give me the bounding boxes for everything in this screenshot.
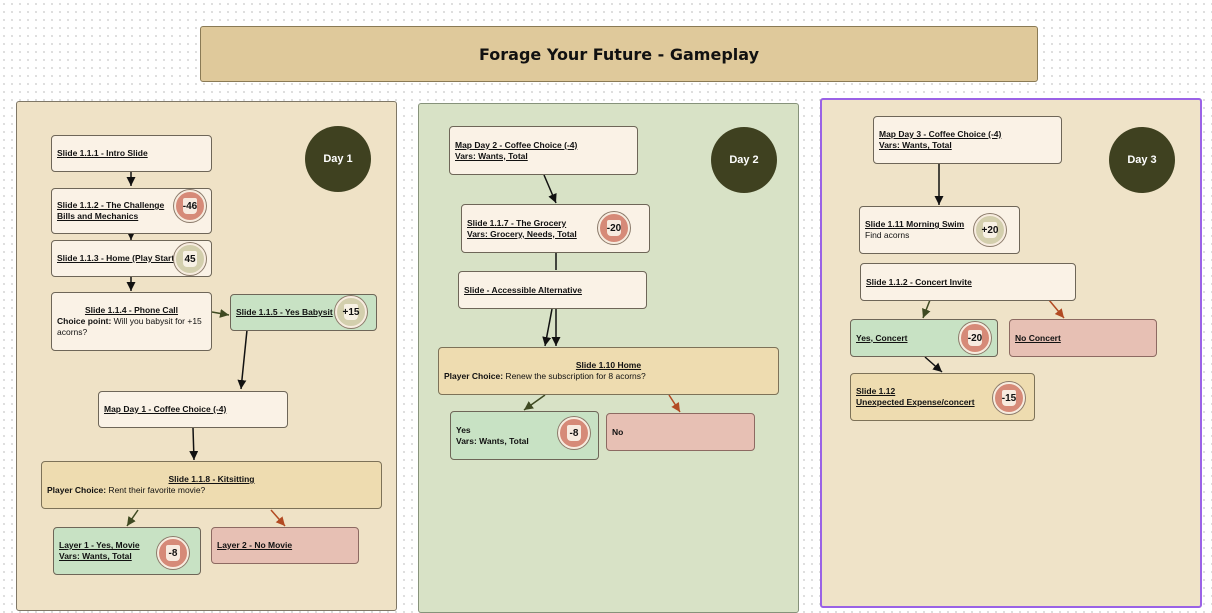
node-label: Slide 1.10 Home [575,360,642,370]
node-label: Slide 1.1.8 - Kitsitting [168,474,255,484]
acorn-gain-badge: +20 [974,214,1006,246]
coffee-cup-icon [166,545,180,561]
node-label: Map Day 1 - Coffee Choice (-4) [104,404,227,414]
node-sublabel: Find acorns [865,230,910,240]
coffee-cup-icon [344,304,358,320]
connector-arrows [126,164,1065,527]
node-label: No [612,426,624,437]
node-kitsitting[interactable]: Slide 1.1.8 - Kitsitting Player Choice: … [41,461,382,509]
node-label: No Concert [1015,332,1061,343]
node-concert-invite[interactable]: Slide 1.1.2 - Concert Invite [860,263,1076,301]
node-label: Slide 1.1.4 - Phone Call [84,305,179,315]
node-label: Yes [456,424,471,435]
node-label: Layer 1 - Yes, Movie [59,540,140,550]
coffee-cup-icon [607,220,621,236]
node-label: Slide 1.12 [856,386,896,396]
node-no-movie[interactable]: Layer 2 - No Movie [211,527,359,564]
node-label: Vars: Wants, Total [456,435,529,446]
node-label: Map Day 2 - Coffee Choice (-4) [455,139,578,150]
choice-text: Player Choice: Rent their favorite movie… [47,485,206,495]
node-label: Layer 2 - No Movie [217,540,293,550]
node-label: Vars: Wants, Total [455,150,528,161]
diagram-title[interactable]: Forage Your Future - Gameplay [200,26,1038,82]
node-label: Vars: Grocery, Needs, Total [467,228,577,239]
choice-text: Player Choice: Renew the subscription fo… [444,371,646,381]
node-no-concert[interactable]: No Concert [1009,319,1157,357]
node-map-day1[interactable]: Map Day 1 - Coffee Choice (-4) [98,391,288,428]
coffee-cup-icon [983,222,997,238]
acorn-cost-badge: -20 [959,322,991,354]
coffee-cup-icon [183,251,197,267]
coffee-cup-icon [567,425,581,441]
acorn-cost-badge: -46 [174,190,206,222]
node-label: Slide - Accessible Alternative [464,284,582,295]
day3-circle[interactable]: Day 3 [1109,127,1175,193]
node-label: Unexpected Expense/concert [856,397,975,407]
node-map-day3[interactable]: Map Day 3 - Coffee Choice (-4) Vars: Wan… [873,116,1062,164]
node-phone-call[interactable]: Slide 1.1.4 - Phone Call Choice point: W… [51,292,212,351]
node-label: Slide 1.1.2 - The Challenge [57,200,165,210]
coffee-cup-icon [1002,390,1016,406]
node-label: Yes, Concert [856,332,908,343]
node-label: Slide 1.1.1 - Intro Slide [57,148,148,158]
node-intro-slide[interactable]: Slide 1.1.1 - Intro Slide [51,135,212,172]
acorn-cost-badge: -8 [157,537,189,569]
acorn-cost-badge: -15 [993,382,1025,414]
acorn-cost-badge: -8 [558,417,590,449]
node-accessible-alternative[interactable]: Slide - Accessible Alternative [458,271,647,309]
node-label: Slide 1.1.3 - Home (Play Start) [57,253,177,263]
node-map-day2[interactable]: Map Day 2 - Coffee Choice (-4) Vars: Wan… [449,126,638,175]
coffee-cup-icon [968,330,982,346]
node-label: Slide 1.11 Morning Swim [865,219,965,229]
node-label: Slide 1.1.2 - Concert Invite [866,276,972,287]
acorn-cost-badge: -20 [598,212,630,244]
choice-text: Choice point: Will you babysit for +15 a… [57,316,202,337]
day1-circle[interactable]: Day 1 [305,126,371,192]
node-label: Slide 1.1.5 - Yes Babysit [236,307,333,317]
acorn-gain-badge: 45 [174,243,206,275]
day2-circle[interactable]: Day 2 [711,127,777,193]
acorn-gain-badge: +15 [335,296,367,328]
coffee-cup-icon [183,198,197,214]
node-no-subscription[interactable]: No [606,413,755,451]
node-label: Slide 1.1.7 - The Grocery [467,217,567,228]
node-label: Bills and Mechanics [57,211,139,221]
node-label: Map Day 3 - Coffee Choice (-4) [879,129,1002,139]
node-label: Vars: Wants, Total [59,551,132,561]
node-label: Vars: Wants, Total [879,140,952,150]
node-home-subscription[interactable]: Slide 1.10 Home Player Choice: Renew the… [438,347,779,395]
